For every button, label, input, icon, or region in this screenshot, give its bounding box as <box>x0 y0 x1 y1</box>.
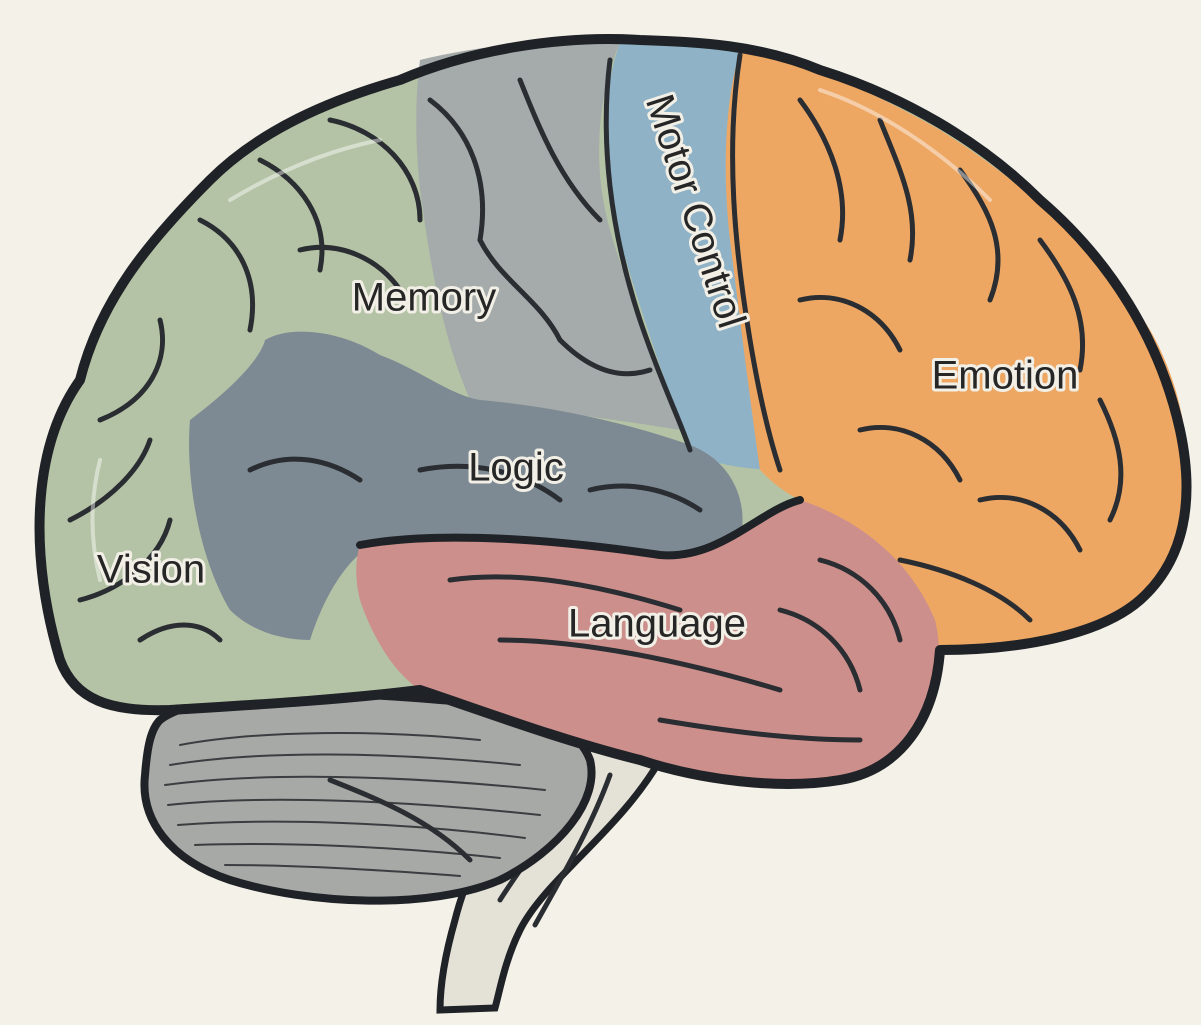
label-memory: Memory <box>352 276 496 320</box>
label-logic: Logic <box>468 446 564 490</box>
label-language: Language <box>568 602 746 646</box>
label-emotion: Emotion <box>932 354 1079 398</box>
label-vision: Vision <box>97 548 205 592</box>
